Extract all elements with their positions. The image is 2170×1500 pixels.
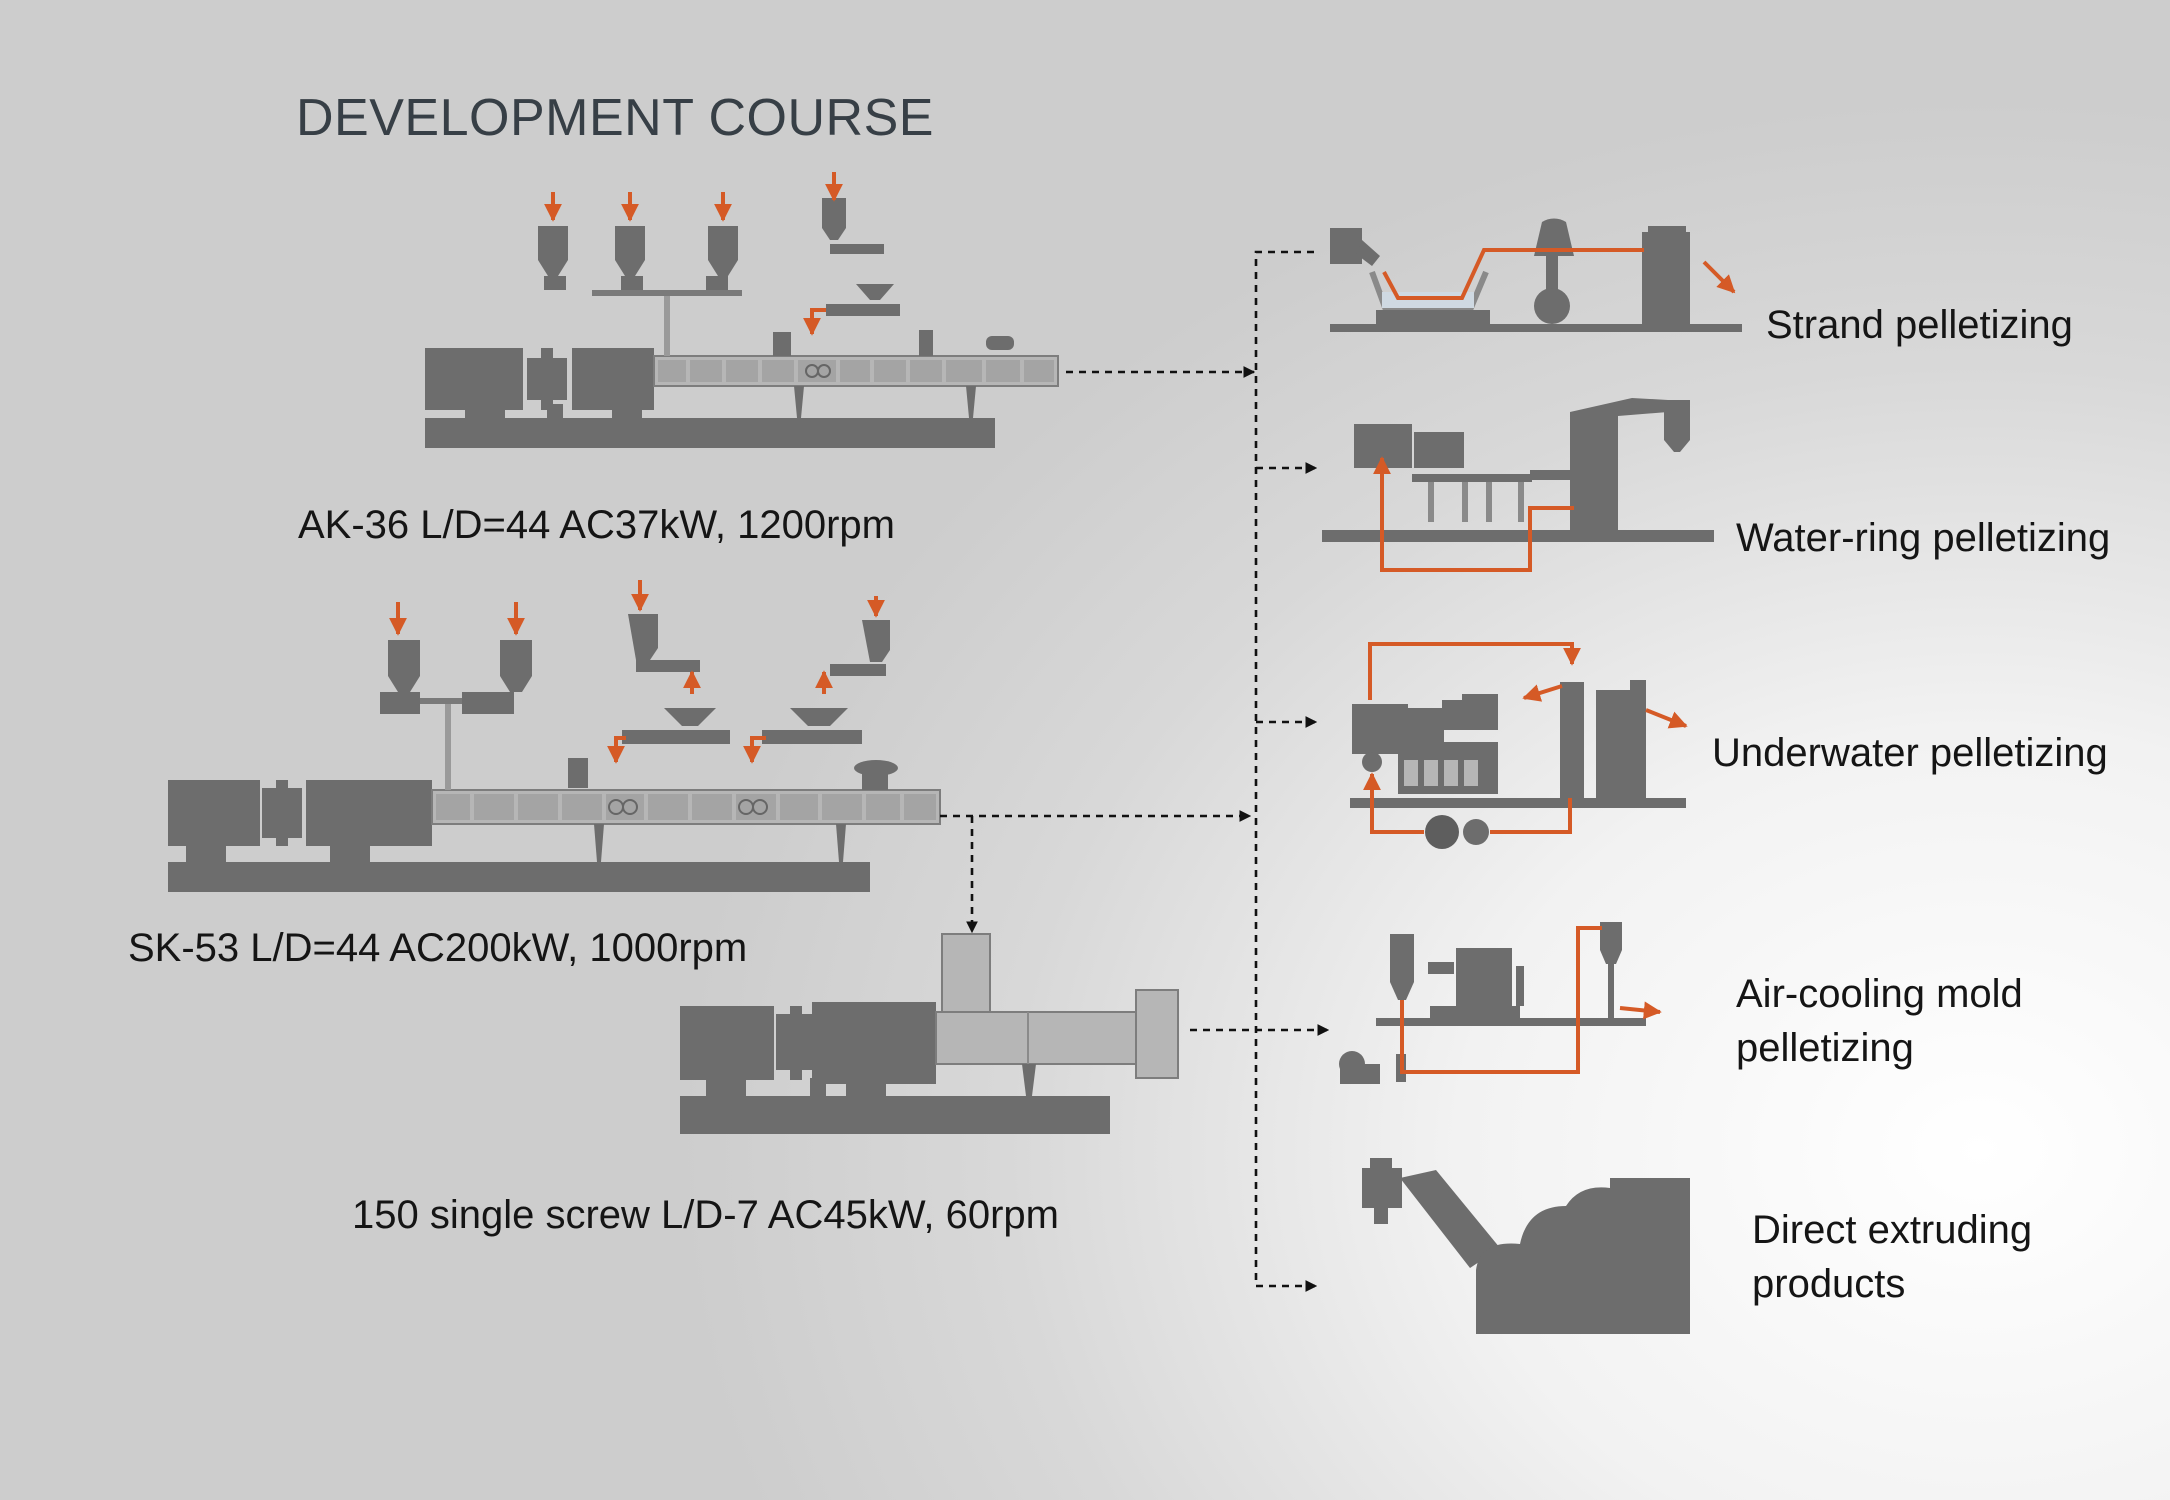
air-cooling-pelletizing-illustration: [1339, 922, 1662, 1084]
air-cooling-mold-pelletizing-label: Air-cooling mold pelletizing: [1736, 972, 2023, 1070]
direct-extruding-products-label: Direct extruding products: [1752, 1208, 2033, 1306]
sk53-extruder-illustration: [168, 580, 941, 892]
page-title: DEVELOPMENT COURSE: [296, 89, 934, 147]
water-ring-pelletizing-illustration: [1322, 398, 1714, 572]
strand-pelletizing-label: Strand pelletizing: [1766, 303, 2073, 347]
ak36-extruder-illustration: [425, 172, 1059, 448]
underwater-pelletizing-illustration: [1350, 642, 1688, 849]
underwater-pelletizing-label: Underwater pelletizing: [1712, 731, 2108, 775]
ak36-spec-label: AK-36 L/D=44 AC37kW, 1200rpm: [298, 503, 895, 547]
strand-pelletizing-illustration: [1330, 218, 1742, 332]
direct-extruding-illustration: [1362, 1158, 1690, 1334]
single-screw-spec-label: 150 single screw L/D-7 AC45kW, 60rpm: [352, 1193, 1059, 1237]
water-ring-pelletizing-label: Water-ring pelletizing: [1736, 516, 2111, 560]
flow-connectors: [940, 250, 1330, 1292]
single-screw-extruder-illustration: [680, 933, 1179, 1134]
sk53-spec-label: SK-53 L/D=44 AC200kW, 1000rpm: [128, 926, 748, 970]
